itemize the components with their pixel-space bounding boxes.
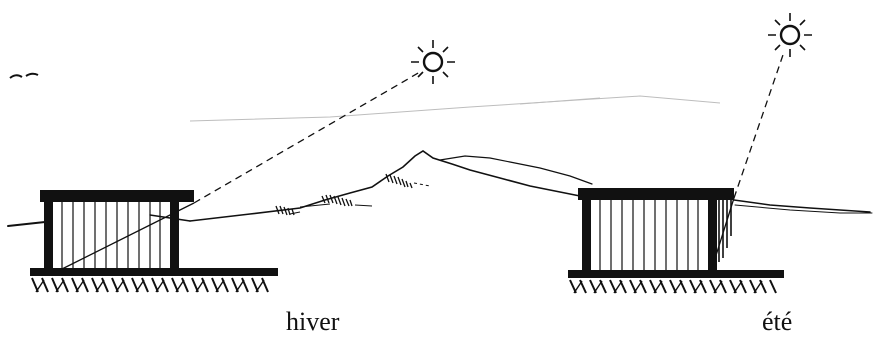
winter-building (30, 190, 278, 292)
sky-lines (190, 96, 720, 121)
summer-building (568, 188, 784, 293)
winter-caption: hiver (286, 309, 339, 335)
summer-sun-ray (734, 52, 784, 198)
winter-ground-texture (32, 278, 268, 292)
sun-icon (411, 40, 455, 84)
summer-ground-texture (570, 280, 776, 293)
summer-shade (719, 200, 731, 262)
landscape (8, 151, 872, 226)
winter-interior-hatching (62, 202, 160, 268)
bird-mark (10, 74, 38, 78)
winter-sunlight-path (60, 214, 172, 270)
summer-interior-hatching (600, 200, 698, 270)
sun-icon (768, 13, 812, 57)
summer-caption: été (762, 309, 792, 335)
winter-sun-ray (194, 72, 420, 203)
